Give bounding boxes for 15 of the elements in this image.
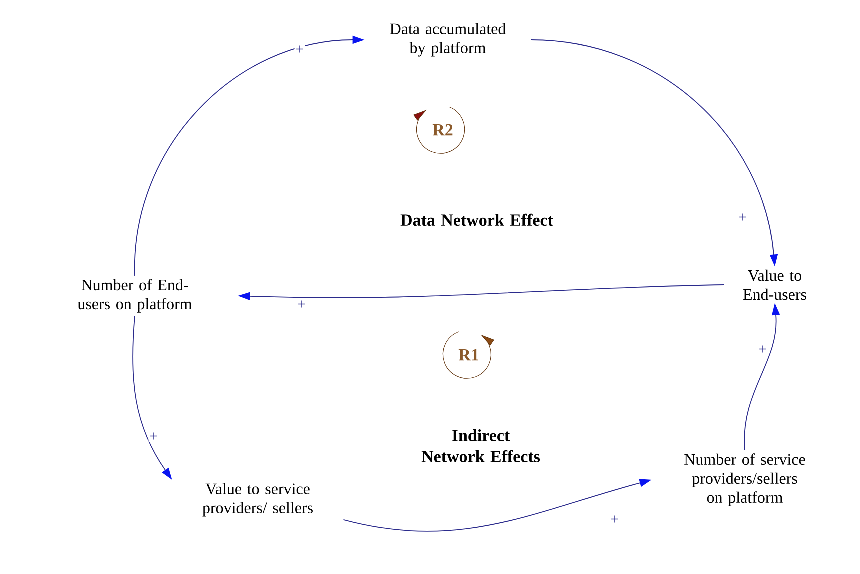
variable-label: Value to End-users [743, 270, 806, 300]
loop-label: R2 [432, 124, 453, 136]
polarity-sign: + [294, 44, 306, 56]
loop-title: Data Network Effect [400, 214, 554, 226]
polarity-sign: + [758, 344, 768, 356]
polarity-sign: + [610, 514, 620, 526]
loop-title: Indirect Network Effects [422, 430, 540, 462]
polarity-sign: + [148, 432, 160, 442]
polarity-sign: + [738, 212, 748, 224]
variable-label: Number of service providers/sellers on platform [684, 454, 806, 506]
variable-label: Value to service providers/ sellers [202, 483, 313, 517]
polarity-sign: + [296, 300, 308, 310]
variable-label: Number of End-users on platform [78, 279, 192, 313]
loop-label: R1 [458, 349, 478, 361]
variable-label: Data accumulated by platform [390, 23, 506, 57]
